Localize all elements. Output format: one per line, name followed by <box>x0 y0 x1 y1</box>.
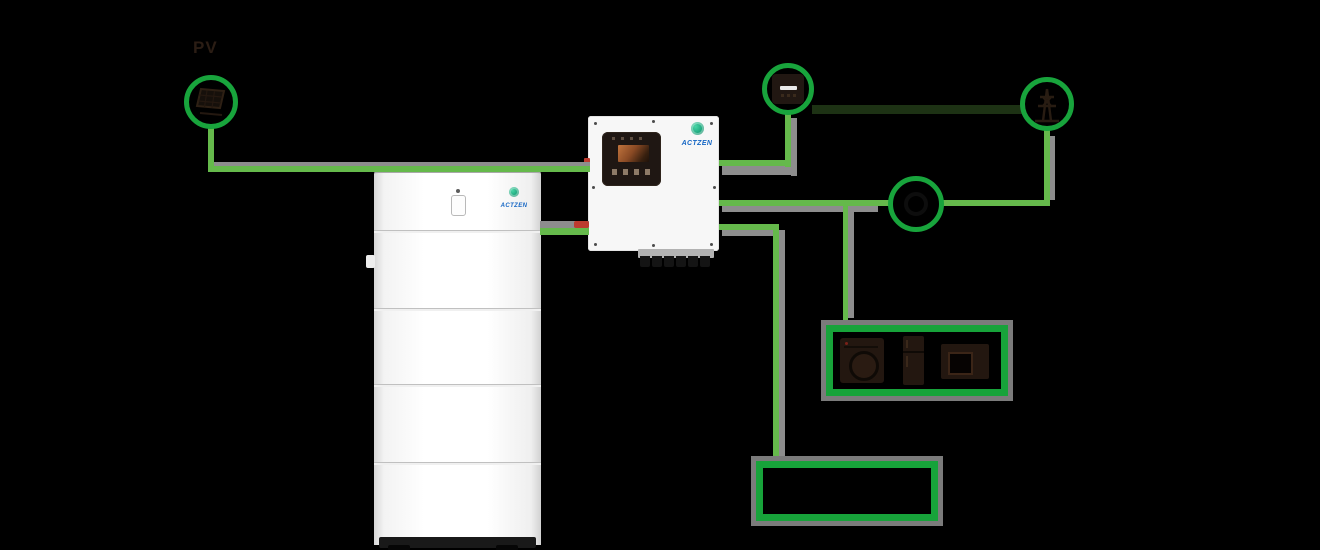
pv-wire-horizontal <box>208 166 590 172</box>
fridge-handle <box>906 356 908 367</box>
screw-icon <box>710 243 713 246</box>
utility-grid-node <box>1020 77 1074 131</box>
washing-machine-icon <box>840 338 884 383</box>
backup-wire-horizontal <box>719 224 779 230</box>
terminal-connector <box>700 256 710 267</box>
inverter-logo-text: ACTZEN <box>681 140 713 147</box>
screw-icon <box>594 243 597 246</box>
solar-panel-icon <box>195 87 226 116</box>
battery-module-divider <box>374 308 541 311</box>
washer-panel <box>844 342 878 348</box>
battery-module-divider <box>374 384 541 387</box>
battery-status-led <box>456 189 460 193</box>
tv-screen <box>948 352 973 375</box>
screw-icon <box>713 186 716 189</box>
meter-wire-right <box>942 200 1050 206</box>
terminal-connector <box>664 256 674 267</box>
battery-foot <box>388 545 410 550</box>
backup-wire-sheath-h <box>722 230 785 236</box>
genport-wire-vertical <box>785 112 791 167</box>
battery-power-button <box>451 195 466 216</box>
battery-logo-text: ACTZEN <box>500 203 528 209</box>
backup-loads-box <box>751 456 943 526</box>
battery-module-divider <box>374 230 541 233</box>
loads-branch-sheath <box>848 212 854 318</box>
backup-wire-vertical <box>773 224 779 462</box>
battery-wire <box>540 228 589 235</box>
inverter-display <box>602 132 661 186</box>
meter-button-dots <box>781 94 796 97</box>
screw-icon <box>592 186 595 189</box>
pv-label: PV <box>193 38 218 57</box>
genport-wire-horizontal <box>719 160 791 166</box>
hybrid-inverter: ACTZEN <box>584 116 719 267</box>
smart-meter-node <box>762 63 814 115</box>
backup-wire-sheath-v <box>779 230 785 458</box>
meter-wire-left <box>719 200 891 206</box>
battery-foot <box>496 545 518 550</box>
screw-icon <box>594 122 597 125</box>
battery-wire-red-connector <box>574 221 589 228</box>
battery-tower: ACTZEN <box>366 170 541 550</box>
inverter-lcd-screen <box>618 145 649 162</box>
screw-icon <box>710 122 713 125</box>
ct-meter-node <box>888 176 944 232</box>
terminal-connector <box>640 256 650 267</box>
display-touch-button-icons <box>612 169 652 175</box>
battery-module-divider <box>374 462 541 465</box>
brand-emblem-icon <box>509 187 519 197</box>
terminal-connector <box>676 256 686 267</box>
grid-drop-sheath <box>1050 136 1055 200</box>
washer-door <box>849 351 879 381</box>
genport-wire-sheath-h <box>722 166 797 175</box>
battery-side-tab <box>366 255 375 268</box>
ct-clamp-icon <box>904 192 928 216</box>
grid-drop-wire <box>1044 127 1050 206</box>
pv-wire-vertical <box>208 126 214 170</box>
television-icon <box>941 344 989 379</box>
screw-icon <box>652 244 655 247</box>
washer-indicator-dot <box>845 342 848 345</box>
loads-branch-wire <box>843 206 848 325</box>
terminal-connector <box>652 256 662 267</box>
meter-display-bar <box>780 86 797 90</box>
battery-input-port <box>584 158 590 163</box>
battery-base <box>379 537 536 548</box>
grid-tower-icon <box>1035 88 1059 123</box>
battery-wire-sheath <box>540 221 589 228</box>
genport-wire-sheath-v <box>791 118 797 176</box>
display-indicator-icons <box>612 137 644 140</box>
solar-pv-node <box>184 75 238 129</box>
power-meter-icon <box>772 74 804 104</box>
inverter-terminal-strip <box>638 249 714 258</box>
inverter-logo: ACTZEN <box>678 122 716 152</box>
battery-logo: ACTZEN <box>494 184 534 210</box>
meter-grid-dark-link <box>812 105 1022 114</box>
meter-wire-sheath <box>722 206 878 212</box>
pv-wire-sheath <box>208 162 590 166</box>
screw-icon <box>652 120 655 123</box>
terminal-connector <box>688 256 698 267</box>
refrigerator-icon <box>903 336 924 385</box>
fridge-divider <box>903 351 924 353</box>
brand-emblem-icon <box>690 122 704 135</box>
household-loads-box <box>821 320 1013 401</box>
fridge-handle <box>906 340 908 348</box>
